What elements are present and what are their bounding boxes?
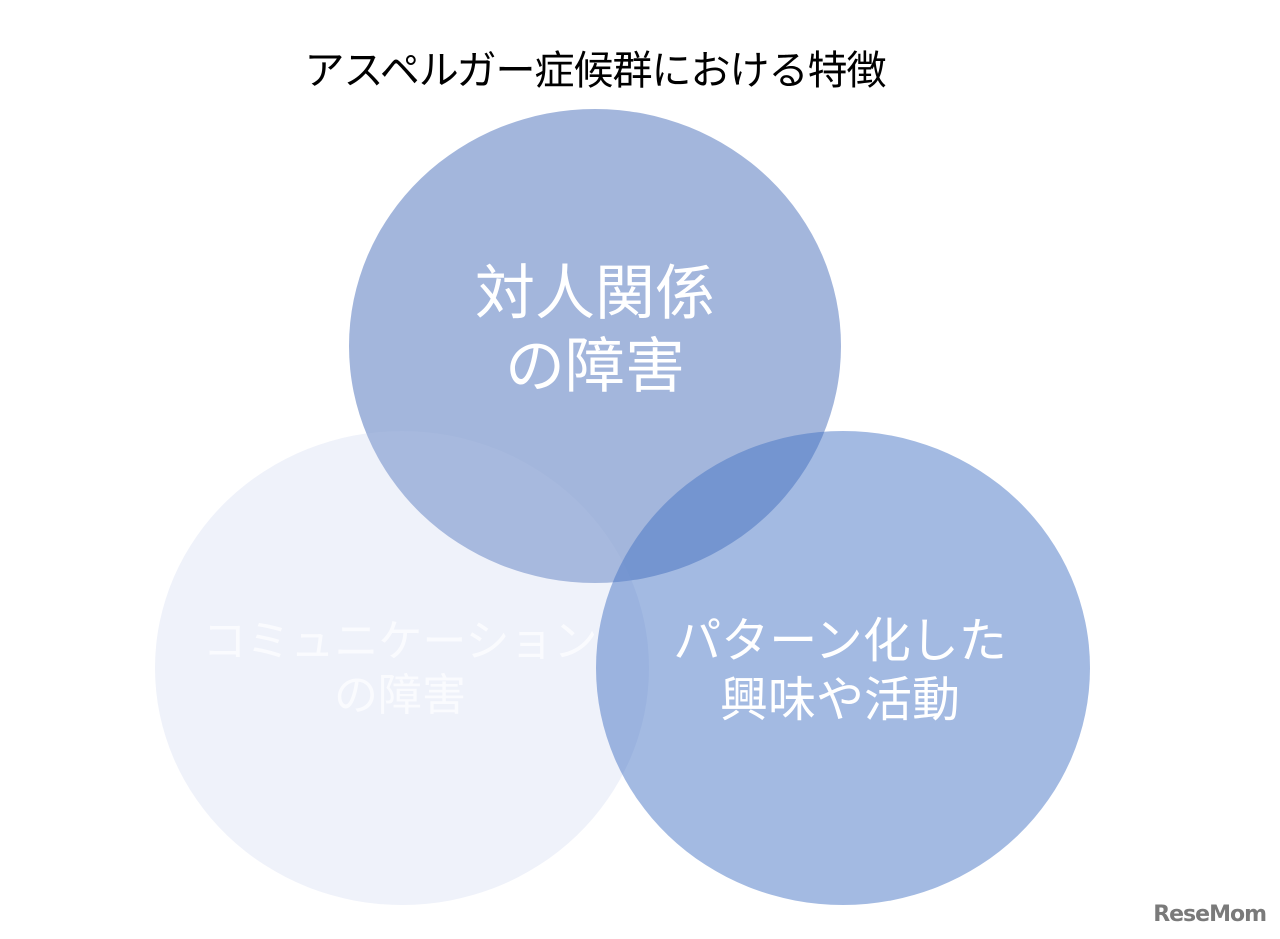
label-social-line2: の障害 [505, 332, 685, 403]
label-communication-line1: コミュニケーション [202, 616, 598, 667]
resemom-logo: ReseMom [1153, 902, 1267, 927]
circle-patterns [596, 431, 1090, 905]
label-patterns: パターン化した 興味や活動 [640, 612, 1040, 729]
label-patterns-line1: パターン化した [673, 613, 1007, 669]
diagram-title: アスペルガー症候群における特徴 [304, 48, 887, 94]
circle-communication-outline [155, 431, 649, 905]
label-patterns-line2: 興味や活動 [719, 671, 960, 728]
label-communication: コミュニケーション の障害 [200, 615, 600, 722]
label-social-line1: 対人関係 [475, 259, 715, 329]
circle-social [349, 109, 841, 583]
label-communication-line2: の障害 [334, 669, 466, 721]
label-social: 対人関係 の障害 [395, 258, 795, 404]
